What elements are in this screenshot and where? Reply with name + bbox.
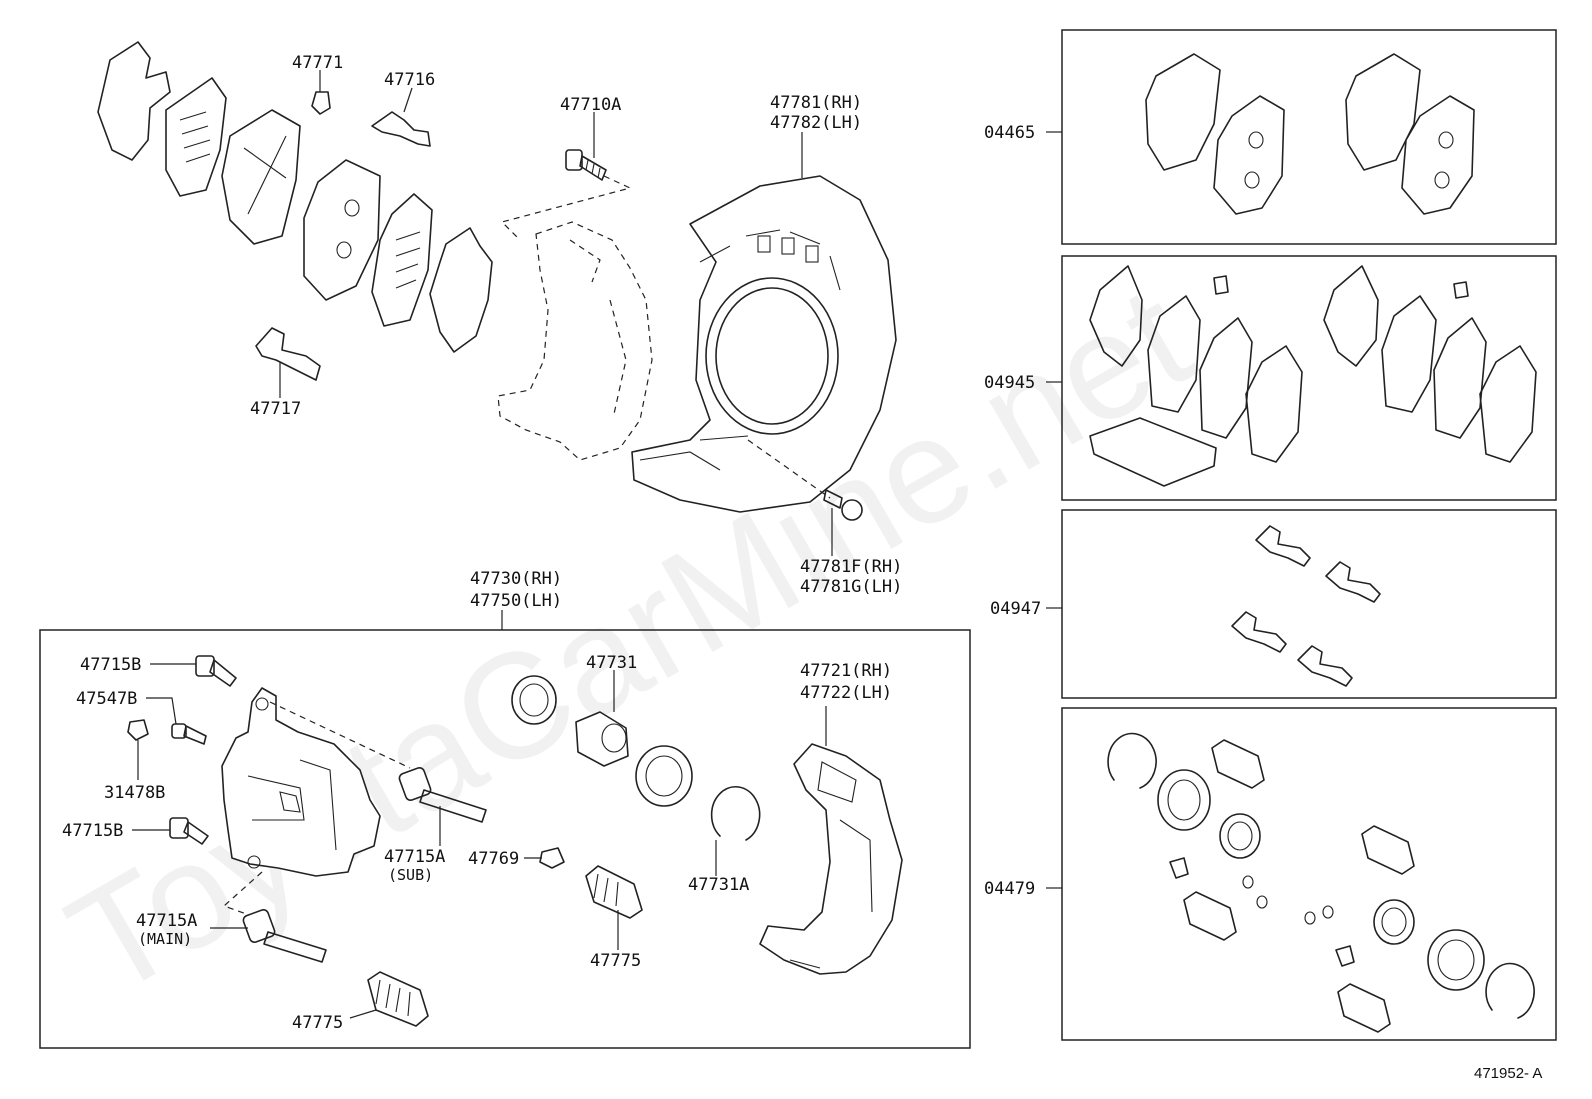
kit-04479-seals xyxy=(1107,732,1535,1033)
kit-04479-box xyxy=(1061,707,1557,1041)
label-47730: 47730(RH) xyxy=(470,569,562,589)
kit-04465-box xyxy=(1061,29,1557,245)
label-47715b-bottom: 47715B xyxy=(62,821,123,841)
bolt-47715b-bottom xyxy=(169,817,209,845)
piston-seal-47731 xyxy=(635,745,693,807)
slide-pin-47715a-sub xyxy=(398,767,487,823)
label-47547b: 47547B xyxy=(76,689,137,709)
label-47715a-sub: 47715A xyxy=(384,847,445,867)
label-47750: 47750(LH) xyxy=(470,591,562,611)
label-47769: 47769 xyxy=(468,849,519,869)
kit-04945-shims xyxy=(1089,265,1537,487)
kit-04947-box xyxy=(1061,509,1557,699)
mounting-outline xyxy=(497,221,653,461)
cap-47769 xyxy=(539,847,565,869)
label-47781g: 47781G(LH) xyxy=(800,577,902,597)
label-main-note: (MAIN) xyxy=(138,930,192,948)
label-47721: 47721(RH) xyxy=(800,661,892,681)
label-47715b-top: 47715B xyxy=(80,655,141,675)
label-31478b: 31478B xyxy=(104,783,165,803)
label-47781: 47781(RH) xyxy=(770,93,862,113)
caliper-mounting-47721 xyxy=(759,743,903,975)
bleeder-47547b xyxy=(171,723,207,745)
label-47731a: 47731A xyxy=(688,875,749,895)
label-sub-note: (SUB) xyxy=(388,866,433,884)
label-47731: 47731 xyxy=(586,653,637,673)
label-47717: 47717 xyxy=(250,399,301,419)
label-47775-mid: 47775 xyxy=(590,951,641,971)
boot-47775-mid xyxy=(585,865,643,919)
label-47722: 47722(LH) xyxy=(800,683,892,703)
bolt-47715b-top xyxy=(195,655,237,687)
kit-04947-springs xyxy=(1231,525,1381,687)
reference-code: 471952- A xyxy=(1474,1065,1542,1082)
piston-47731 xyxy=(575,711,629,767)
spring-47717 xyxy=(255,327,321,381)
bolt-47710a xyxy=(565,149,607,181)
label-47710a: 47710A xyxy=(560,95,621,115)
label-47775-left: 47775 xyxy=(292,1013,343,1033)
label-47716: 47716 xyxy=(384,70,435,90)
disc-dust-cover xyxy=(631,175,897,513)
label-04479: 04479 xyxy=(984,879,1035,899)
ring-47731a xyxy=(710,785,761,841)
boot-47775-left xyxy=(367,971,429,1027)
pad-shim-group-top xyxy=(97,41,493,353)
piston-seal-ring xyxy=(511,675,557,725)
label-04465: 04465 xyxy=(984,123,1035,143)
kit-04465-pads xyxy=(1145,53,1475,215)
slide-pin-47715a-main xyxy=(242,909,327,963)
label-47771: 47771 xyxy=(292,53,343,73)
label-04947: 04947 xyxy=(990,599,1041,619)
caliper-body xyxy=(221,687,381,877)
cap-31478b xyxy=(127,719,149,741)
kit-04945-box xyxy=(1061,255,1557,501)
clip-47771 xyxy=(311,91,331,115)
caliper-assembly-box xyxy=(39,629,971,1049)
label-04945: 04945 xyxy=(984,373,1035,393)
label-47715a-main: 47715A xyxy=(136,911,197,931)
bolt-47781f xyxy=(823,489,863,521)
spring-47716 xyxy=(371,111,431,147)
label-47781f: 47781F(RH) xyxy=(800,557,902,577)
label-47782: 47782(LH) xyxy=(770,113,862,133)
